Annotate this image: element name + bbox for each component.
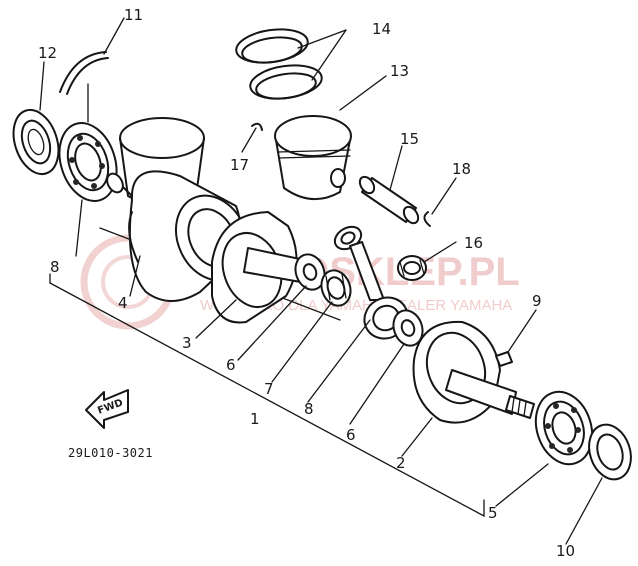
callout-8: 8 — [304, 400, 314, 418]
piston-pin — [358, 175, 420, 225]
callout-16: 15 — [400, 130, 419, 148]
callout-11: 10 — [556, 542, 575, 560]
callout-2: 2 — [396, 454, 406, 472]
small-end-bearing — [397, 255, 427, 281]
callout-4: 4 — [118, 294, 128, 312]
piston-rings — [235, 28, 323, 100]
bearing-right — [534, 390, 594, 466]
callout-17: 16 — [464, 234, 483, 252]
thrust-washer-right — [392, 309, 424, 347]
callout-15: 14 — [372, 20, 391, 38]
needle-bearing — [320, 269, 352, 307]
part-code: 29L010-3021 — [68, 446, 153, 460]
callout-13: 12 — [38, 44, 57, 62]
oil-seal-right — [588, 423, 632, 481]
callout-18-right: 18 — [452, 160, 471, 178]
callout-14: 13 — [390, 62, 409, 80]
callout-9: 8 — [50, 258, 60, 276]
callout-10: 9 — [532, 292, 542, 310]
leader-lines — [39, 17, 603, 545]
piston — [274, 115, 352, 200]
callout-12: 11 — [124, 6, 143, 24]
thrust-washer-left — [294, 253, 326, 291]
bearing-left — [58, 122, 118, 202]
callout-6-left: 6 — [226, 356, 236, 374]
callout-7: 7 — [264, 380, 274, 398]
piston-pin-clips — [251, 122, 431, 227]
woodruff-key — [495, 351, 513, 367]
callouts: 11 12 14 13 17 15 18 16 8 4 9 3 6 7 8 1 … — [38, 6, 575, 560]
callout-18-left: 17 — [230, 156, 249, 174]
oil-seal-left — [12, 108, 60, 176]
callout-3: 3 — [182, 334, 192, 352]
callout-6-right: 6 — [346, 426, 356, 444]
callout-1: 1 — [250, 410, 260, 428]
circlip-12 — [59, 51, 109, 95]
assembly-bracket — [49, 273, 485, 518]
callout-5: 5 — [488, 504, 498, 522]
crank-half-right — [412, 320, 535, 424]
forward-arrow-icon: FWD — [85, 389, 129, 429]
